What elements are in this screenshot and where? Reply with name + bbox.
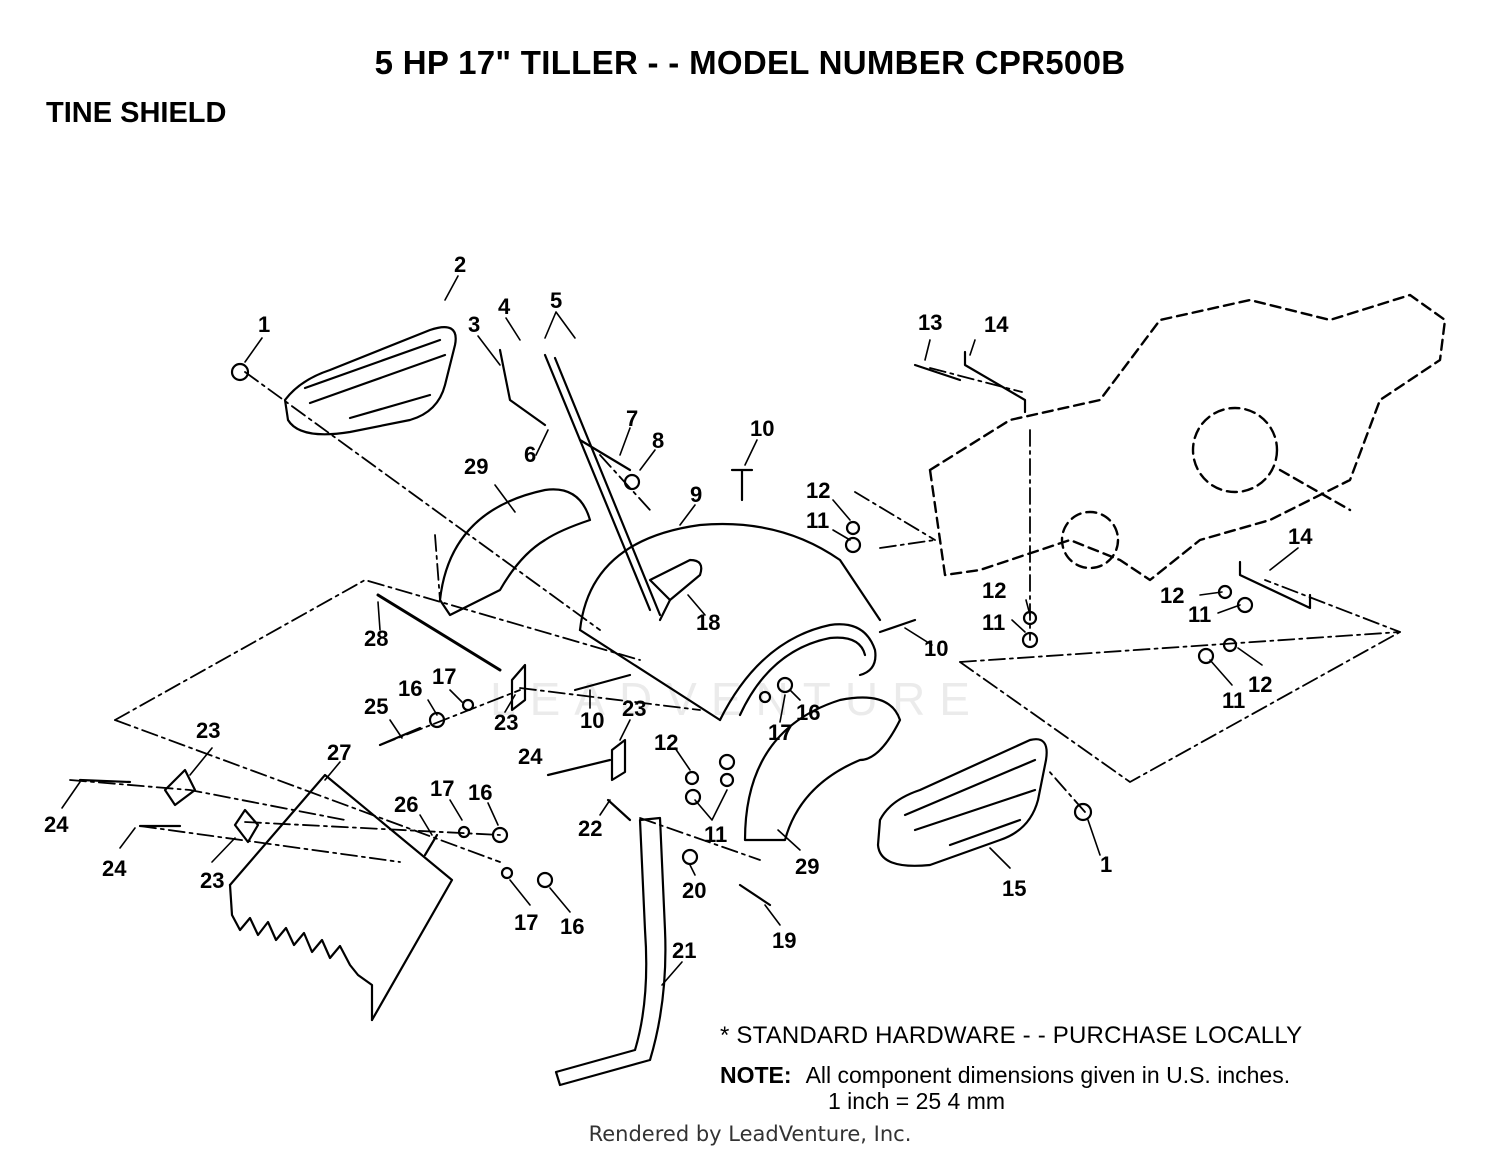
callout-11: 11 xyxy=(982,610,1005,635)
callout-12: 12 xyxy=(1248,672,1272,697)
callout-14: 14 xyxy=(984,312,1009,337)
part-28-rod xyxy=(376,593,502,672)
callout-20: 20 xyxy=(682,878,706,903)
note-text: All component dimensions given in U.S. i… xyxy=(805,1062,1291,1088)
callout-17: 17 xyxy=(430,776,454,801)
callout-11: 11 xyxy=(704,822,727,847)
part-15-right-side-plate xyxy=(876,738,1048,867)
callout-7: 7 xyxy=(626,406,638,431)
callout-12: 12 xyxy=(982,578,1006,603)
callout-10: 10 xyxy=(580,708,604,733)
callout-24: 24 xyxy=(102,856,127,881)
callout-11: 11 xyxy=(1222,688,1245,713)
callout-26: 26 xyxy=(394,792,418,817)
callout-28: 28 xyxy=(364,626,388,651)
callout-16: 16 xyxy=(398,676,422,701)
watermark: LEADVENTURE xyxy=(490,673,984,725)
callout-11: 11 xyxy=(806,508,829,533)
callout-16: 16 xyxy=(560,914,584,939)
callout-22: 22 xyxy=(578,816,602,841)
part-29-left-inner-shield xyxy=(438,488,592,617)
callout-21: 21 xyxy=(672,938,696,963)
callout-10: 10 xyxy=(750,416,774,441)
part-14-brackets xyxy=(963,350,1312,610)
section-title: TINE SHIELD xyxy=(46,97,227,129)
callout-19: 19 xyxy=(772,928,796,953)
callout-12: 12 xyxy=(654,730,678,755)
callout-29: 29 xyxy=(795,854,819,879)
callout-3: 3 xyxy=(468,312,480,337)
callout-24: 24 xyxy=(518,744,543,769)
callout-8: 8 xyxy=(652,428,664,453)
callout-16: 16 xyxy=(468,780,492,805)
callout-2: 2 xyxy=(454,252,466,277)
part-2-left-side-plate xyxy=(283,326,457,436)
callout-9: 9 xyxy=(690,482,702,507)
callout-17: 17 xyxy=(514,910,538,935)
dimension-note: NOTE: All component dimensions given in U… xyxy=(720,1062,1290,1114)
part-29-right-inner-shield xyxy=(743,696,902,842)
callout-27: 27 xyxy=(327,740,351,765)
callout-23: 23 xyxy=(494,710,518,735)
callout-23: 23 xyxy=(196,718,220,743)
callout-4: 4 xyxy=(498,294,511,319)
transmission-housing xyxy=(928,293,1447,582)
callout-25: 25 xyxy=(364,694,388,719)
leader-lines xyxy=(61,275,1299,986)
note-label: NOTE: xyxy=(720,1062,792,1088)
callout-29: 29 xyxy=(464,454,488,479)
callout-18: 18 xyxy=(696,610,720,635)
callout-6: 6 xyxy=(524,442,536,467)
linkage-rods xyxy=(498,348,662,617)
callout-13: 13 xyxy=(918,310,942,335)
callout-12: 12 xyxy=(806,478,830,503)
callout-12: 12 xyxy=(1160,583,1184,608)
callout-24: 24 xyxy=(44,812,69,837)
hardware-note: * STANDARD HARDWARE - - PURCHASE LOCALLY xyxy=(720,1022,1303,1049)
hardware-fasteners xyxy=(78,362,1254,907)
callout-10: 10 xyxy=(924,636,948,661)
callout-labels: 1 2 3 4 5 6 7 8 9 10 10 10 11 11 11 11 1… xyxy=(44,252,1313,963)
callout-15: 15 xyxy=(1002,876,1026,901)
callout-16: 16 xyxy=(796,700,820,725)
callout-23: 23 xyxy=(200,868,224,893)
part-9-main-hood xyxy=(578,522,882,722)
footer-credit: Rendered by LeadVenture, Inc. xyxy=(588,1122,912,1146)
callout-1: 1 xyxy=(1100,852,1112,877)
unit-conversion: 1 inch = 25 4 mm xyxy=(828,1088,1006,1114)
part-27-rear-flap xyxy=(228,773,454,1022)
callout-1: 1 xyxy=(258,312,270,337)
part-21-depth-bar xyxy=(554,816,667,1087)
page-title: 5 HP 17" TILLER - - MODEL NUMBER CPR500B xyxy=(374,44,1126,81)
callout-23: 23 xyxy=(622,696,646,721)
callout-14: 14 xyxy=(1288,524,1313,549)
callout-5: 5 xyxy=(550,288,562,313)
callout-17: 17 xyxy=(432,664,456,689)
callout-11: 11 xyxy=(1188,602,1211,627)
callout-17: 17 xyxy=(768,720,792,745)
